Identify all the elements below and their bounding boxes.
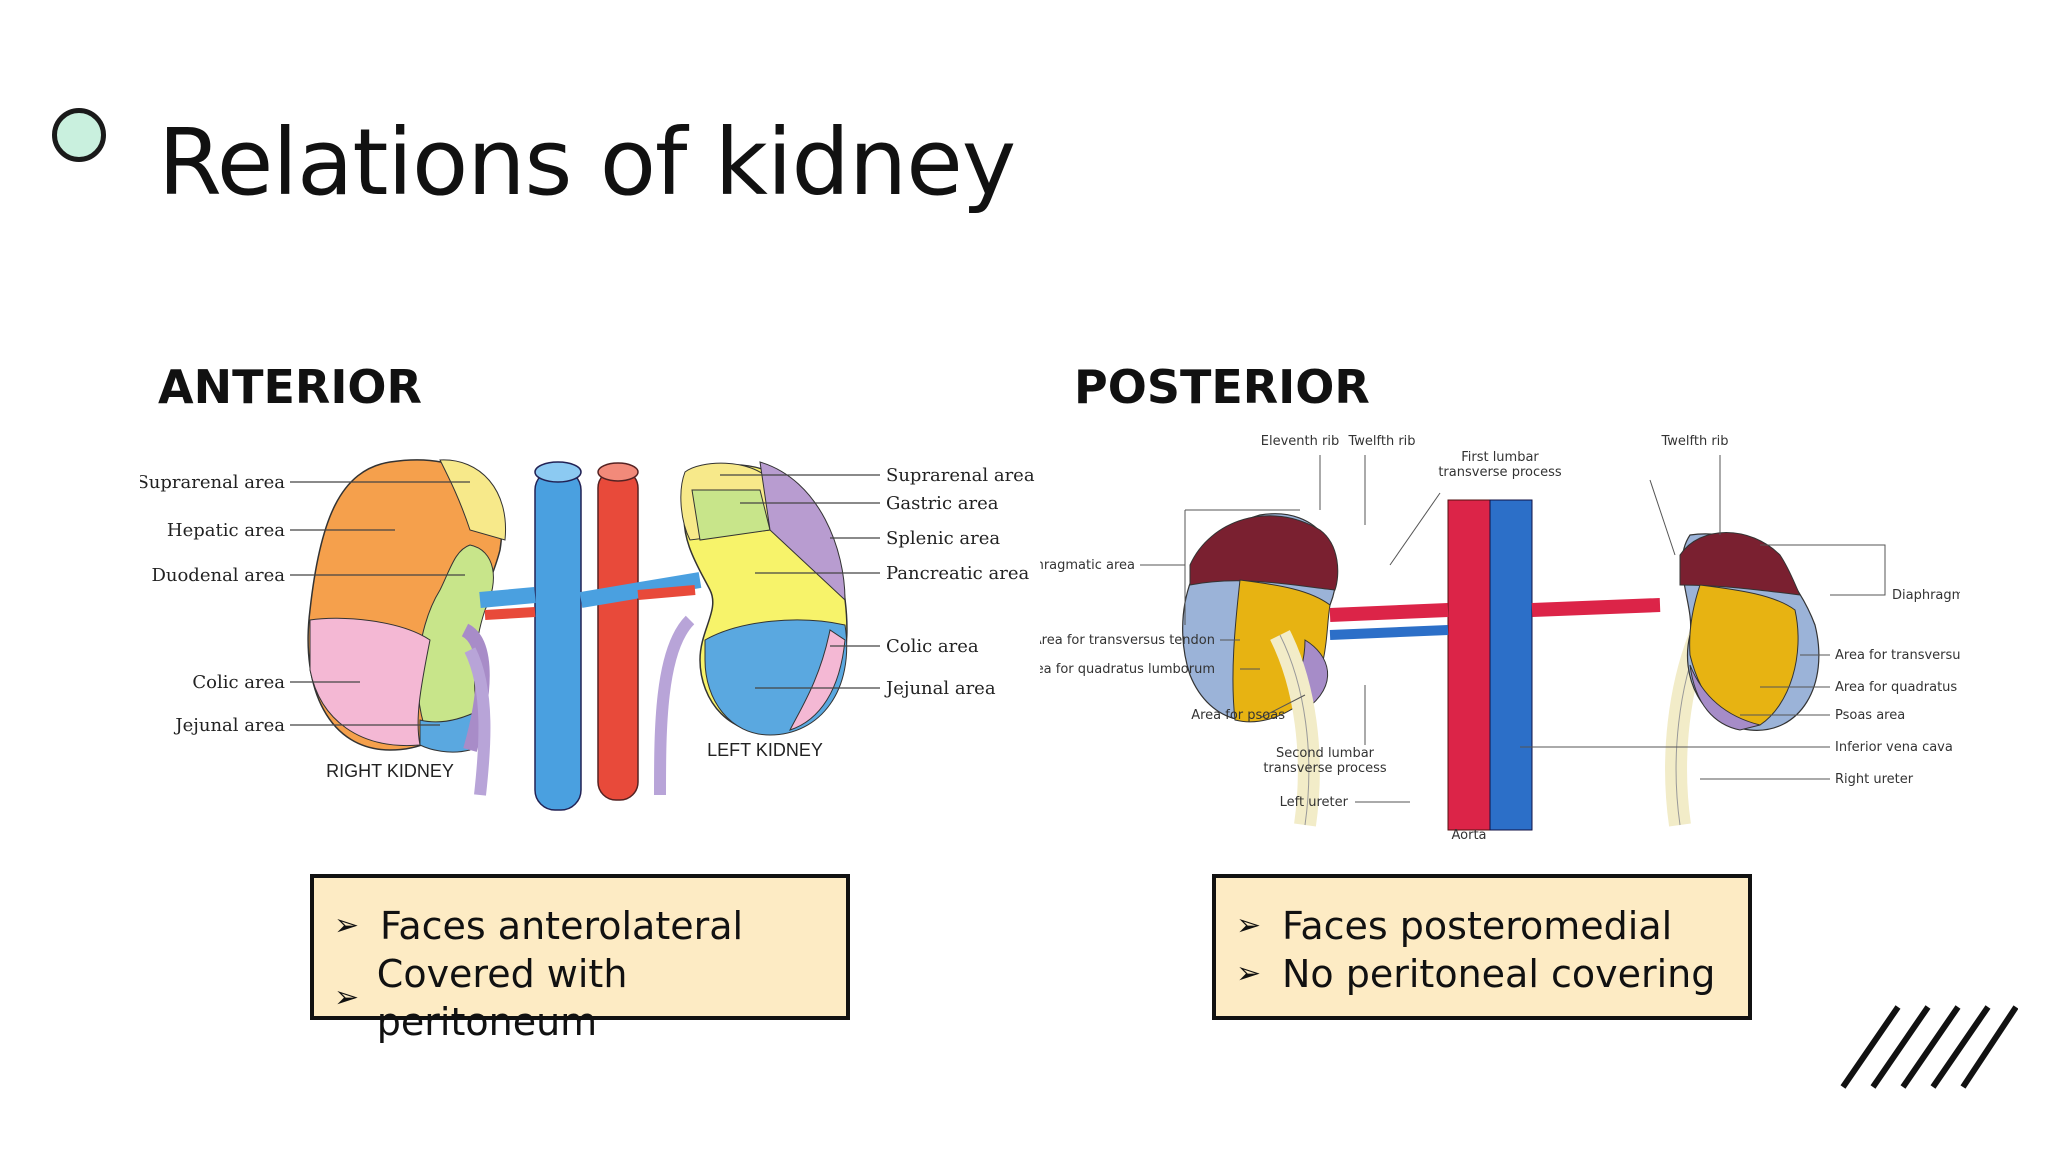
arrow-bullet-icon: ➢ (1236, 956, 1262, 991)
aorta (597, 462, 639, 801)
anterior-point-2: ➢Covered with peritoneum (334, 952, 628, 1044)
label-transversus-tendon-right: Area for transversus tendon (1835, 648, 1960, 663)
label-aorta: Aorta (1451, 828, 1486, 843)
label-left-kidney: LEFT KIDNEY (707, 740, 823, 760)
label-inferior-vena-cava: Inferior vena cava (1835, 740, 1953, 755)
posterior-heading: POSTERIOR (1074, 360, 1370, 414)
label-jejunal-area-left: Jejunal area (884, 678, 996, 699)
label-hepatic-area: Hepatic area (167, 520, 285, 541)
label-quadratus-lumborum-right: Area for quadratus lumborum (1835, 680, 1960, 695)
label-twelfth-rib-left: Twelfth rib (1347, 434, 1415, 449)
label-transversus-tendon-left: Area for transversus tendon (1040, 633, 1215, 648)
label-pancreatic-area: Pancreatic area (886, 563, 1029, 584)
arrow-bullet-icon: ➢ (1236, 908, 1262, 943)
label-first-lumbar: First lumbar (1461, 450, 1539, 465)
posterior-summary-box: ➢Faces posteromedial ➢No peritoneal cove… (1212, 874, 1752, 1020)
label-diaphragmatic-area-right: Diaphragmatic area (1892, 588, 1960, 603)
posterior-point-1: ➢Faces posteromedial (1236, 904, 1673, 948)
label-psoas-area: Psoas area (1835, 708, 1905, 723)
label-colic-area-left: Colic area (886, 636, 979, 657)
posterior-right-kidney (1679, 532, 1820, 731)
right-kidney (307, 459, 507, 796)
label-jejunal-area-right: Jejunal area (173, 715, 285, 736)
arrow-bullet-icon: ➢ (334, 908, 360, 943)
label-duodenal-area: Duodenal area (151, 565, 285, 586)
left-kidney (654, 461, 848, 796)
posterior-left-kidney (1182, 513, 1339, 723)
label-diaphragmatic-area-left: Diaphragmatic area (1040, 558, 1135, 573)
label-left-ureter: Left ureter (1280, 795, 1349, 810)
anterior-summary-box: ➢Faces anterolateral ➢Covered with perit… (310, 874, 850, 1044)
title-bullet-circle (52, 108, 106, 162)
label-first-lumbar-process: transverse process (1438, 465, 1562, 480)
label-gastric-area: Gastric area (886, 493, 999, 514)
label-quadratus-lumborum-left: Area for quadratus lumborum (1040, 662, 1215, 677)
label-suprarenal-area-left: Suprarenal area (886, 465, 1035, 486)
label-splenic-area: Splenic area (886, 528, 1000, 549)
label-colic-area-right: Colic area (192, 672, 285, 693)
label-second-lumbar-process: transverse process (1263, 761, 1387, 776)
label-area-for-psoas: Area for psoas (1191, 708, 1285, 723)
label-suprarenal-area-right: Suprarenal area (140, 472, 285, 493)
label-eleventh-rib: Eleventh rib (1261, 434, 1339, 449)
label-twelfth-rib-right: Twelfth rib (1660, 434, 1728, 449)
arrow-bullet-icon: ➢ (334, 980, 360, 1015)
posterior-aorta (1447, 499, 1491, 831)
label-right-kidney: RIGHT KIDNEY (326, 761, 454, 781)
posterior-point-2: ➢No peritoneal covering (1236, 952, 1716, 996)
decorative-stripes (1840, 1005, 2018, 1089)
label-second-lumbar: Second lumbar (1276, 746, 1375, 761)
posterior-kidney-diagram: Eleventh rib Twelfth rib First lumbar tr… (1040, 434, 1960, 843)
anterior-kidney-diagram: Suprarenal area Hepatic area Duodenal ar… (140, 459, 1035, 811)
label-right-ureter: Right ureter (1835, 772, 1914, 787)
posterior-ivc (1489, 499, 1533, 831)
anterior-point-1: ➢Faces anterolateral (334, 904, 744, 948)
anterior-heading: ANTERIOR (158, 360, 422, 414)
inferior-vena-cava (534, 461, 582, 811)
slide-title: Relations of kidney (158, 109, 1016, 216)
